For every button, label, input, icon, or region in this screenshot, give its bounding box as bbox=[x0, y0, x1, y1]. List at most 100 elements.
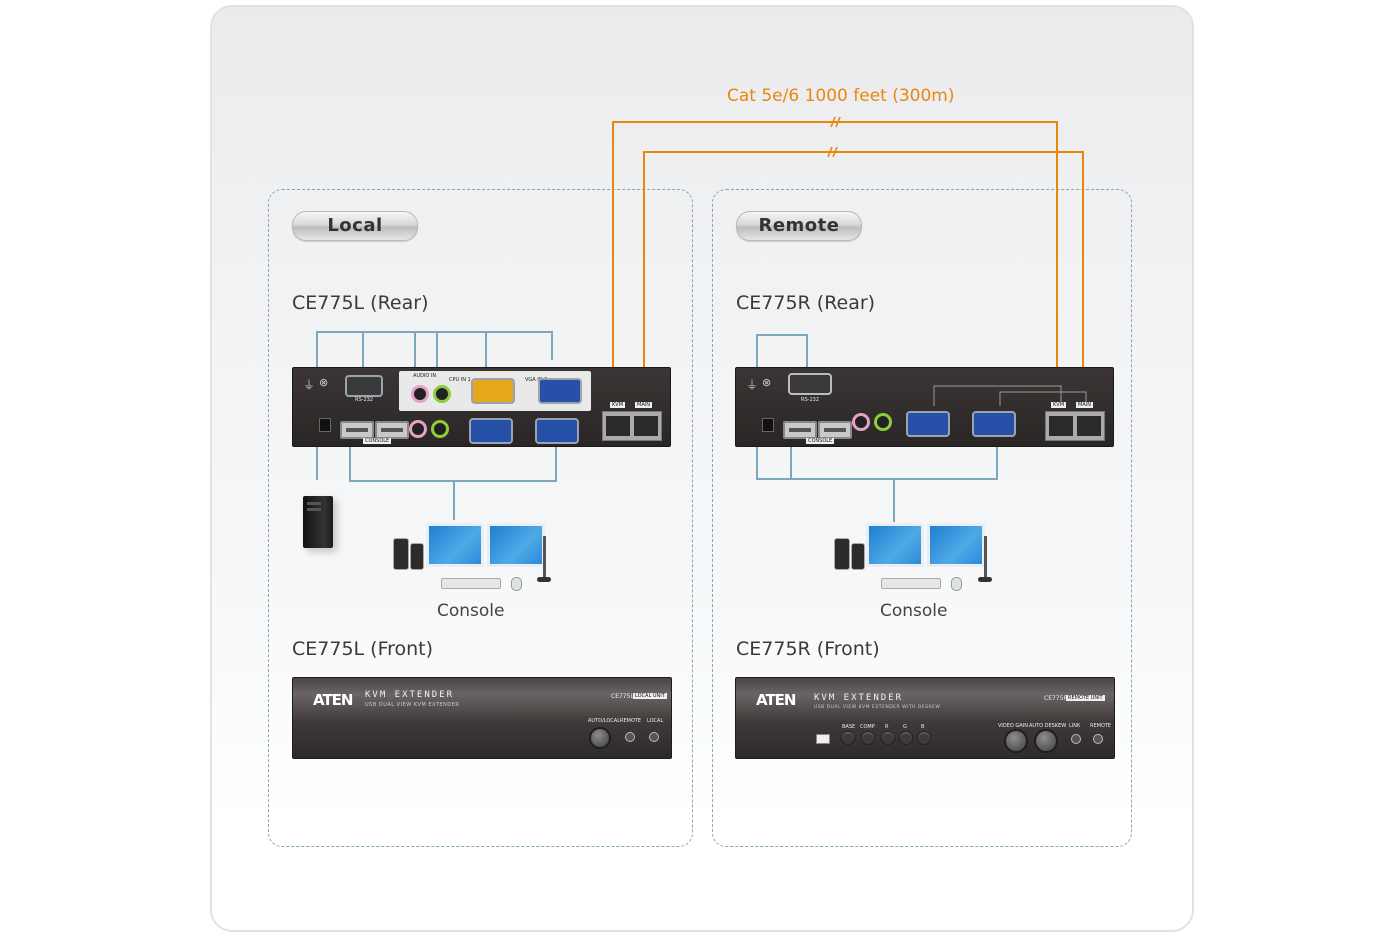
local-port-a-label: KVM bbox=[610, 402, 626, 408]
speaker-icon bbox=[393, 538, 409, 570]
local-front-title: CE775L (Front) bbox=[292, 638, 434, 660]
local-product-subtitle: USB DUAL VIEW KVM EXTENDER bbox=[365, 702, 460, 708]
remote-knob-label-2: AUTO DESKEW bbox=[1029, 723, 1067, 729]
remote-zone bbox=[712, 189, 1132, 847]
monitor-icon bbox=[426, 523, 484, 567]
ground-icon: ⏚ bbox=[303, 378, 316, 392]
remote-vga-1-port bbox=[906, 411, 950, 437]
local-console-speaker-jack bbox=[431, 420, 449, 438]
remote-rear-panel: ⏚ ⊗ RS-232 CONSOLE KVM MAIN bbox=[735, 367, 1114, 447]
remote-auto-deskew-knob[interactable] bbox=[1034, 729, 1058, 753]
remote-rear-title: CE775R (Rear) bbox=[736, 292, 876, 314]
remote-b-button[interactable] bbox=[917, 731, 931, 745]
remote-port-a-label: KVM bbox=[1051, 402, 1067, 408]
remote-usb-mouse-port bbox=[818, 421, 852, 439]
remote-button-label-5: B bbox=[921, 724, 925, 730]
local-usb-keyboard-port bbox=[340, 421, 374, 439]
ground-icon: ⏚ bbox=[746, 378, 759, 392]
local-vga-in-2-label: VGA IN 2 bbox=[525, 377, 548, 383]
remote-comp-button[interactable] bbox=[861, 731, 875, 745]
keyboard-icon bbox=[441, 578, 501, 589]
aten-logo: ATEN bbox=[756, 691, 796, 709]
local-audio-in-label: AUDIO IN bbox=[413, 373, 437, 379]
monitor-icon bbox=[927, 523, 985, 567]
remote-button-label-1: BASE bbox=[842, 724, 856, 730]
monitor-icon bbox=[487, 523, 545, 567]
remote-speaker-jack bbox=[874, 413, 892, 431]
local-local-led bbox=[649, 732, 659, 742]
local-cpu-in-vga-port bbox=[471, 378, 515, 404]
remote-g-button[interactable] bbox=[899, 731, 913, 745]
microphone-base-icon bbox=[978, 577, 992, 582]
remote-knob-label-1: VIDEO GAIN bbox=[998, 723, 1028, 729]
local-model-label: CE775L bbox=[611, 693, 634, 700]
local-zone bbox=[268, 189, 693, 847]
screw-icon: ⊗ bbox=[762, 376, 772, 389]
remote-button-label-2: COMP bbox=[860, 724, 875, 730]
microphone-icon bbox=[984, 536, 987, 580]
local-rs232-port bbox=[345, 375, 383, 397]
remote-power-jack bbox=[762, 418, 774, 432]
local-console-mic-jack bbox=[409, 420, 427, 438]
remote-front-panel: ATEN KVM EXTENDER USB DUAL VIEW KVM EXTE… bbox=[735, 677, 1115, 759]
speaker-icon bbox=[410, 543, 424, 570]
local-rear-panel: ⏚ ⊗ RS-232 AUDIO IN CPU IN 1 VGA IN 2 CO… bbox=[292, 367, 671, 447]
remote-rs232-label: RS-232 bbox=[801, 397, 819, 403]
local-power-jack bbox=[319, 418, 331, 432]
monitor-icon bbox=[866, 523, 924, 567]
cat5-cable-2 bbox=[643, 151, 1084, 403]
cat5-cables bbox=[612, 116, 1084, 403]
remote-badge: Remote bbox=[736, 211, 862, 241]
local-console-bus-line bbox=[349, 446, 557, 482]
remote-link-led bbox=[1071, 734, 1081, 744]
local-control-label-1: AUTO/LOCAL bbox=[588, 718, 620, 724]
local-console-vga-2-port bbox=[535, 418, 579, 444]
local-model-tag: LOCAL UNIT bbox=[633, 693, 667, 699]
keyboard-icon bbox=[881, 578, 941, 589]
remote-base-button[interactable] bbox=[841, 731, 855, 745]
cable-label: Cat 5e/6 1000 feet (300m) bbox=[727, 86, 955, 106]
mouse-icon bbox=[511, 577, 522, 591]
remote-led-label-1: LINK bbox=[1069, 723, 1081, 729]
remote-model-label: CE775R bbox=[1044, 695, 1068, 702]
local-port-b-label: MAIN bbox=[635, 402, 652, 408]
remote-video-gain-knob[interactable] bbox=[1004, 729, 1028, 753]
speaker-icon bbox=[851, 543, 865, 570]
local-vga-in-2-port bbox=[538, 378, 582, 404]
dual-switch-icon[interactable] bbox=[816, 734, 830, 744]
local-badge: Local bbox=[292, 211, 418, 241]
local-speaker-in-jack bbox=[433, 385, 451, 403]
remote-led-label-2: REMOTE bbox=[1090, 723, 1112, 729]
cable-break-marks bbox=[827, 116, 841, 158]
aten-logo: ATEN bbox=[313, 691, 353, 709]
remote-rs232-port bbox=[788, 373, 832, 395]
local-control-label-3: LOCAL bbox=[647, 718, 664, 724]
remote-port-b-label: MAIN bbox=[1076, 402, 1093, 408]
remote-model-tag: REMOTE UNIT bbox=[1066, 695, 1105, 701]
remote-vga-2-port bbox=[972, 411, 1016, 437]
remote-mic-jack bbox=[852, 413, 870, 431]
remote-console-label: CONSOLE bbox=[806, 438, 835, 444]
cat5-cable-1 bbox=[612, 121, 1058, 403]
diagram-frame bbox=[210, 5, 1194, 932]
local-auto-local-knob[interactable] bbox=[589, 727, 611, 749]
remote-button-label-3: R bbox=[885, 724, 889, 730]
remote-internal-link-lines bbox=[933, 385, 1087, 406]
remote-usb-keyboard-port bbox=[783, 421, 817, 439]
local-product-name: KVM EXTENDER bbox=[365, 690, 455, 700]
remote-console-label-text: Console bbox=[880, 601, 948, 621]
local-remote-led bbox=[625, 732, 635, 742]
local-pc-tower bbox=[303, 496, 333, 548]
local-cpu-in-label: CPU IN 1 bbox=[449, 377, 471, 383]
mouse-icon bbox=[951, 577, 962, 591]
local-usb-mouse-port bbox=[375, 421, 409, 439]
microphone-base-icon bbox=[537, 577, 551, 582]
local-rs232-label: RS-232 bbox=[355, 397, 373, 403]
local-control-label-2: REMOTE bbox=[620, 718, 642, 724]
remote-r-button[interactable] bbox=[881, 731, 895, 745]
local-rear-title: CE775L (Rear) bbox=[292, 292, 429, 314]
local-mic-in-jack bbox=[411, 385, 429, 403]
local-console-label: CONSOLE bbox=[363, 438, 392, 444]
remote-product-subtitle: USB DUAL VIEW KVM EXTENDER WITH DESKEW bbox=[814, 705, 941, 710]
